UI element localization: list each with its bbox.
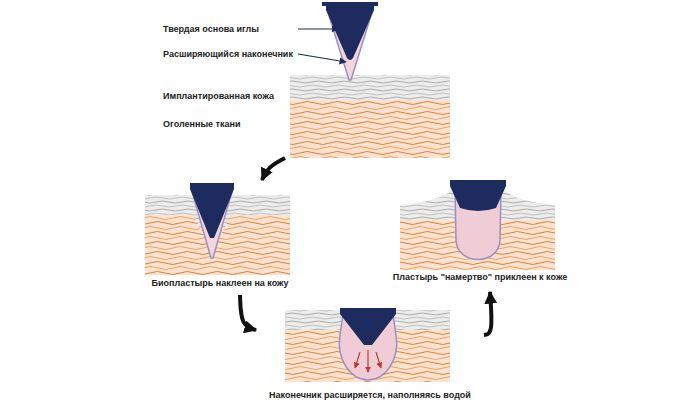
- step-caption: Пластырь "намертво" приклеен к коже: [381, 272, 579, 283]
- step-arrow: [240, 295, 256, 330]
- process-panel: Биопластырь наклеен на кожу: [136, 180, 304, 295]
- part-label: Оголенные ткани: [163, 119, 240, 130]
- illustration-part: [290, 100, 450, 158]
- illustration-part: [298, 28, 338, 29]
- panel-applied: [145, 183, 290, 275]
- illustration-part: [298, 54, 346, 62]
- part-label: Имплантированная кожа: [163, 91, 274, 102]
- illustration-part: [190, 183, 234, 238]
- step-caption: Биопластырь наклеен на кожу: [136, 278, 304, 289]
- labelled-needle-panel: Твердая основа иглыРасширяющийся наконеч…: [160, 0, 455, 158]
- illustration-part: [290, 75, 450, 100]
- illustration-part: [355, 352, 360, 368]
- step-arrow: [262, 158, 285, 180]
- part-label: Твердая основа иглы: [163, 24, 259, 35]
- panel-swelling: [285, 308, 450, 382]
- illustration-part: [376, 352, 381, 368]
- step-arrow: [484, 292, 491, 335]
- step-caption: Наконечник расширяется, наполняясь водой: [256, 390, 484, 401]
- illustration-part: [326, 4, 374, 60]
- illustration-part: [450, 180, 506, 211]
- panel-start: [290, 2, 450, 158]
- part-label: Расширяющийся наконечник: [163, 49, 293, 60]
- illustration-part: [367, 350, 368, 372]
- process-panel: Наконечник расширяется, наполняясь водой: [256, 305, 484, 410]
- panel-locked: [400, 180, 555, 270]
- illustration-part: [322, 2, 378, 6]
- process-panel: Пластырь "намертво" приклеен к коже: [381, 180, 579, 292]
- illustration-part: [340, 308, 396, 345]
